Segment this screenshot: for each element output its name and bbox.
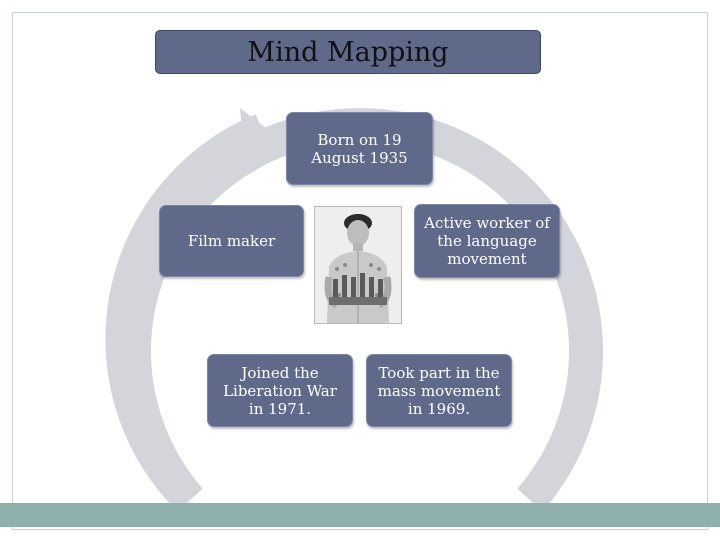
cycle-arrowhead — [240, 108, 292, 176]
portrait-photo — [314, 206, 402, 324]
bottom-band — [0, 503, 720, 527]
node-born: Born on 19 August 1935 — [286, 112, 433, 185]
node-active-worker: Active worker of the language movement — [414, 204, 560, 278]
title-box: Mind Mapping — [155, 30, 541, 74]
slide-frame — [12, 12, 708, 530]
node-took-part-mass-movement: Took part in the mass movement in 1969. — [366, 354, 512, 427]
page-title: Mind Mapping — [247, 36, 449, 68]
node-joined-liberation-war: Joined the Liberation War in 1971. — [207, 354, 353, 427]
node-film-maker: Film maker — [159, 205, 304, 277]
portrait-image — [315, 207, 401, 323]
